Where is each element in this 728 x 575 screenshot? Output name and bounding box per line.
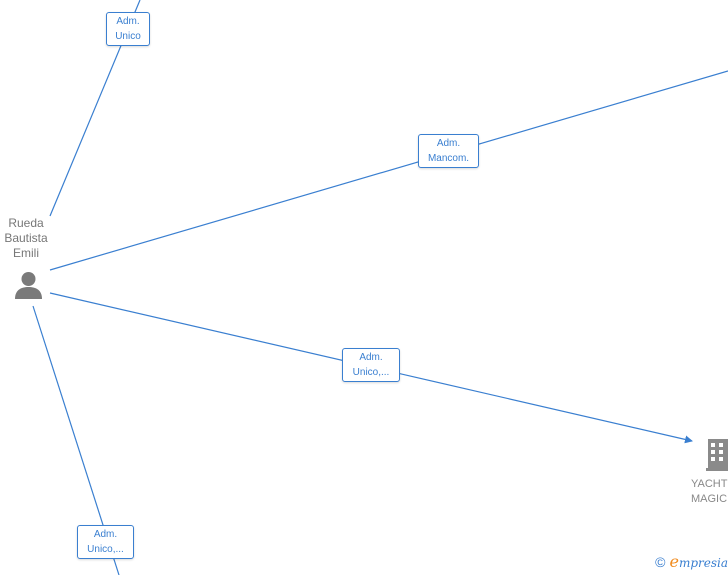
copyright-icon: © xyxy=(655,553,666,570)
relation-type: Unico xyxy=(115,31,141,42)
relation-label-top[interactable]: Adm. Unico xyxy=(106,12,150,46)
company-name[interactable]: YACHT MAGIC xyxy=(691,477,728,507)
relation-role: Adm. xyxy=(93,529,118,540)
company-name-line-1: YACHT xyxy=(691,478,728,490)
relation-type: Mancom. xyxy=(427,153,470,164)
edge-to-right-company xyxy=(49,70,728,271)
person-name-line-3: Emili xyxy=(13,246,39,260)
relation-role: Adm. xyxy=(116,16,140,27)
brand-name: mpresia xyxy=(678,556,728,570)
relation-type: Unico,... xyxy=(87,544,124,555)
person-name[interactable]: Rueda Bautista Emili xyxy=(0,216,52,261)
person-icon[interactable] xyxy=(13,270,44,300)
person-name-line-2: Bautista xyxy=(4,231,48,245)
relation-label-bottom[interactable]: Adm. Unico,... xyxy=(77,525,134,559)
relation-label-mancom[interactable]: Adm. Mancom. xyxy=(418,134,479,168)
brand-watermark: © empresia xyxy=(655,552,728,571)
relation-label-yacht[interactable]: Adm. Unico,... xyxy=(342,348,400,382)
brand-e-mark: e xyxy=(669,552,679,571)
company-name-line-2: MAGIC xyxy=(691,493,728,505)
building-icon[interactable] xyxy=(706,437,728,471)
relation-role: Adm. xyxy=(436,138,461,149)
relation-type: Unico,... xyxy=(352,367,390,378)
person-name-line-1: Rueda xyxy=(8,216,44,230)
relation-role: Adm. xyxy=(359,352,383,363)
